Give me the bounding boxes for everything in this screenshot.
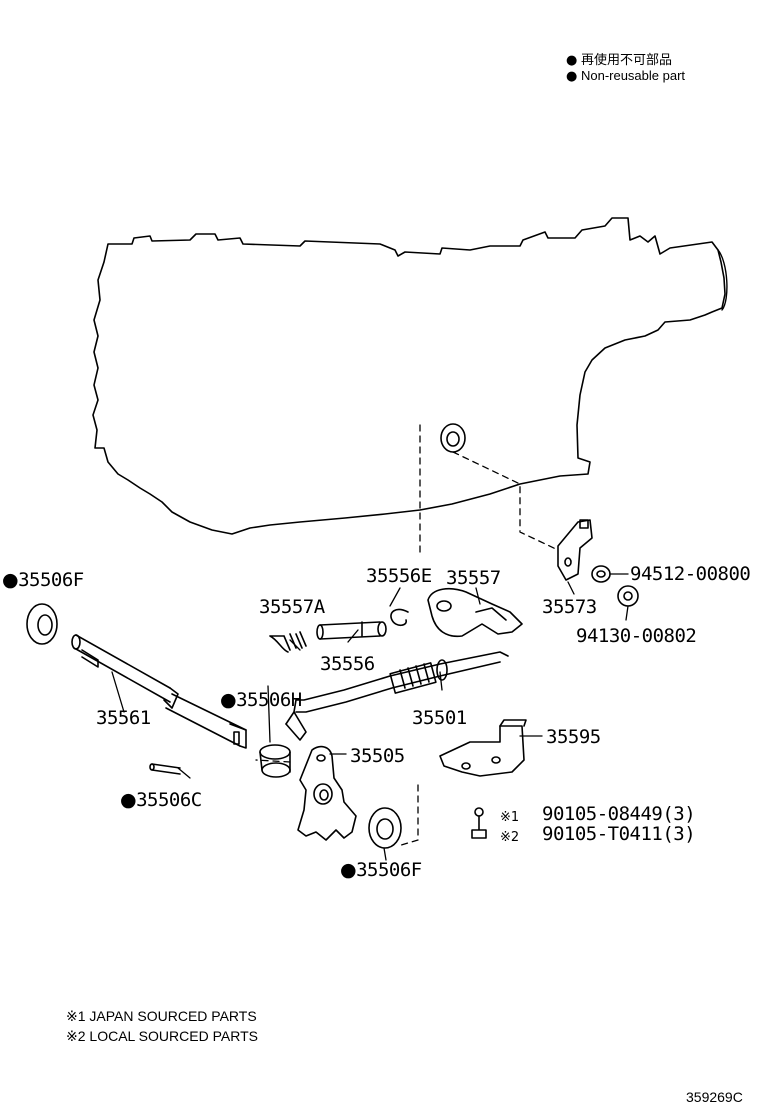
part-number: 35506F: [356, 859, 422, 881]
legend-jp: ● 再使用不可部品: [566, 52, 672, 69]
label-35506C[interactable]: ●35506C: [120, 790, 202, 810]
part-number: 35506F: [18, 569, 84, 591]
label-35557A[interactable]: 35557A: [259, 596, 325, 618]
label-94130-00802[interactable]: 94130-00802: [576, 625, 697, 647]
label-90105-08449[interactable]: 90105-08449(3): [542, 803, 696, 825]
label-35506F-bottom[interactable]: ●35506F: [340, 860, 422, 880]
bolt1-mark: ※1: [500, 808, 519, 826]
label-35506F-top[interactable]: ●35506F: [2, 570, 84, 590]
non-reusable-marker: ●: [340, 859, 357, 881]
label-35556[interactable]: 35556: [320, 653, 375, 675]
footnote-japan-sourced: ※1 JAPAN SOURCED PARTS: [66, 1008, 257, 1024]
legend-marker-en: ●: [566, 69, 578, 84]
label-35557[interactable]: 35557: [446, 567, 501, 589]
label-35573[interactable]: 35573: [542, 596, 597, 618]
legend-text-en: Non-reusable part: [580, 68, 686, 83]
part-number: 35506H: [236, 689, 302, 711]
part-number: 35506C: [136, 789, 202, 811]
legend-text-jp: 再使用不可部品: [580, 52, 672, 67]
bolt2-mark: ※2: [500, 828, 519, 846]
bolt2-mark-text: ※2: [500, 830, 520, 845]
non-reusable-marker: ●: [2, 569, 19, 591]
label-35561[interactable]: 35561: [96, 707, 151, 729]
non-reusable-marker: ●: [120, 789, 137, 811]
label-35501[interactable]: 35501: [412, 707, 467, 729]
legend-marker-jp: ●: [566, 53, 578, 68]
label-94512-00800[interactable]: 94512-00800: [630, 563, 751, 585]
transmission-housing-outline: [93, 218, 725, 534]
label-35506H[interactable]: ●35506H: [220, 690, 302, 710]
label-90105-T0411[interactable]: 90105-T0411(3): [542, 823, 696, 845]
footnote-local-sourced: ※2 LOCAL SOURCED PARTS: [66, 1028, 258, 1044]
label-35505[interactable]: 35505: [350, 745, 405, 767]
legend-en: ● Non-reusable part: [566, 68, 685, 85]
bolt1-mark-text: ※1: [500, 810, 520, 825]
label-35556E[interactable]: 35556E: [366, 565, 432, 587]
non-reusable-marker: ●: [220, 689, 237, 711]
diagram-id: 359269C: [686, 1089, 743, 1105]
label-35595[interactable]: 35595: [546, 726, 601, 748]
